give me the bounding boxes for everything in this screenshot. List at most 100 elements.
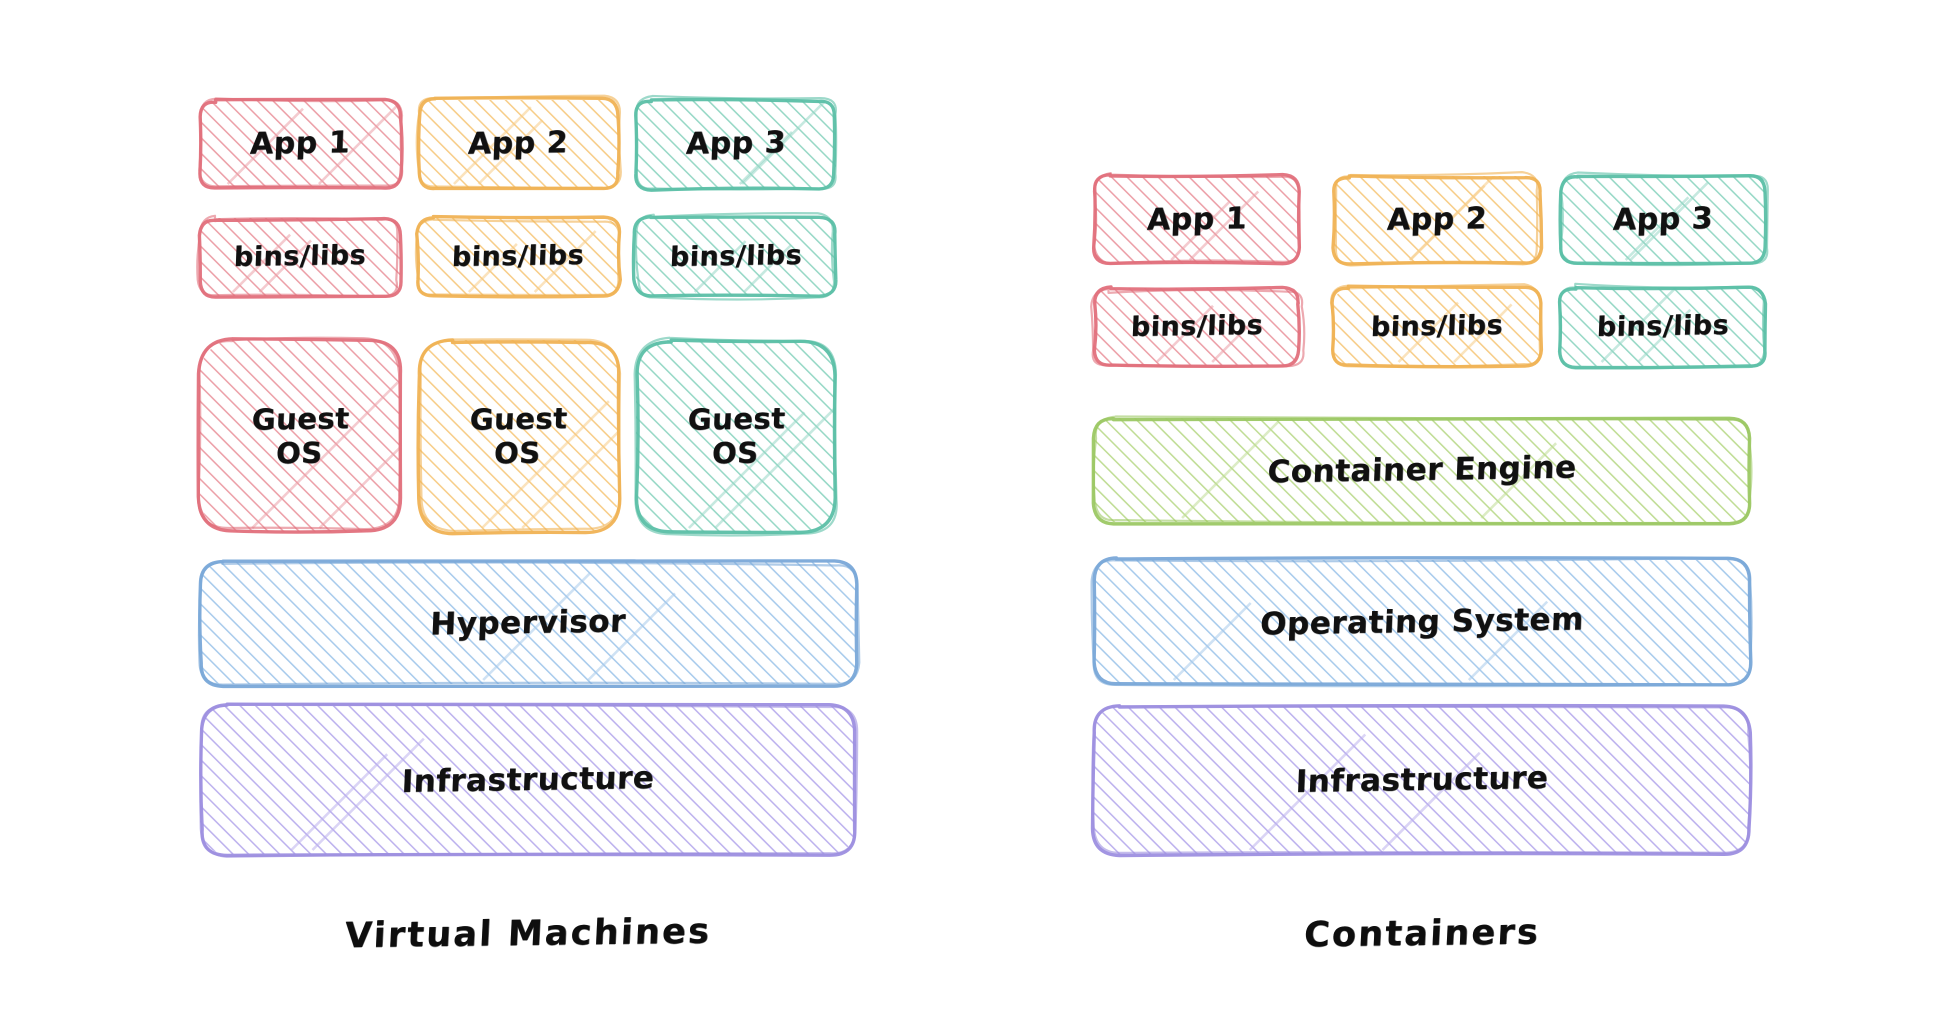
ct-app-box-2-outline — [1331, 174, 1544, 266]
ct-infrastructure-box-sketch-stroke — [1248, 733, 1367, 851]
ct-libs-box-3[interactable] — [1557, 282, 1768, 370]
ct-app-box-3-hatch-fill — [1560, 176, 1766, 264]
vm-guest-os-box-3-hatch-fill — [636, 340, 836, 532]
vm-guest-os-box-3-outline — [633, 336, 838, 537]
vm-infrastructure-box-sketch-stroke — [290, 753, 389, 851]
ct-container-engine-box-outline — [1092, 415, 1753, 525]
ct-app-box-1-hatch-fill — [1094, 176, 1300, 264]
ct-infrastructure-box-hatch-fill — [1094, 706, 1750, 854]
vm-guest-os-box-1[interactable] — [196, 336, 511, 534]
ct-app-box-1-outline — [1092, 172, 1301, 265]
ct-container-engine-box[interactable] — [1091, 415, 1753, 526]
vm-libs-box-3-sketch-stroke — [693, 240, 747, 293]
vm-app-box-2-outline — [415, 94, 622, 190]
vm-libs-box-3-outline — [634, 212, 836, 301]
vm-guest-os-box-1-sketch-stroke — [251, 381, 399, 529]
vm-hypervisor-box-sketch-stroke — [482, 572, 591, 681]
ct-app-box-3[interactable] — [1558, 171, 1769, 267]
vm-app-box-1-hatch-fill — [200, 100, 400, 188]
vm-libs-box-2-sketch-stroke — [467, 243, 518, 293]
vm-infrastructure-box[interactable] — [198, 702, 859, 858]
ct-app-box-2-hatch-fill — [1334, 176, 1540, 264]
ct-infrastructure-box[interactable] — [1090, 703, 1753, 858]
vm-app-box-3[interactable] — [634, 94, 838, 192]
ct-app-box-2-outline — [1334, 171, 1539, 267]
ct-libs-box-2[interactable] — [1329, 283, 1544, 369]
vm-libs-box-2-outline — [414, 218, 621, 297]
ct-libs-box-2-outline — [1329, 283, 1543, 368]
ct-libs-box-3-sketch-stroke — [1600, 288, 1681, 363]
vm-libs-box-2-hatch-fill — [418, 218, 618, 296]
vm-guest-os-box-1-outline — [197, 336, 402, 531]
vm-app-box-1-sketch-stroke — [317, 102, 400, 185]
vm-libs-box-2[interactable] — [414, 214, 622, 299]
vm-libs-box-3-sketch-stroke — [743, 243, 793, 293]
ct-app-box-1-sketch-stroke — [1188, 190, 1260, 261]
vm-app-box-3-sketch-stroke — [738, 130, 793, 185]
ct-operating-system-box-sketch-stroke — [1172, 602, 1252, 681]
ct-app-box-1[interactable] — [1091, 172, 1302, 266]
vm-libs-box-1[interactable] — [196, 214, 403, 299]
vm-app-box-3-hatch-fill — [636, 100, 836, 188]
vm-app-box-2[interactable] — [415, 94, 622, 191]
ct-libs-box-3-outline — [1557, 282, 1766, 370]
vm-app-box-1-outline — [198, 97, 404, 188]
vm-libs-box-3[interactable] — [631, 212, 838, 301]
ct-libs-box-1[interactable] — [1090, 285, 1306, 368]
vm-app-box-1-sketch-stroke — [226, 107, 304, 185]
vm-guest-os-box-2[interactable] — [416, 338, 671, 536]
ct-operating-system-box-sketch-stroke — [1467, 600, 1549, 681]
ct-infrastructure-box-sketch-stroke — [1381, 751, 1481, 851]
ct-operating-system-box-hatch-fill — [1094, 560, 1750, 684]
ct-container-engine-box-sketch-stroke — [1480, 442, 1558, 519]
vm-libs-box-1-sketch-stroke — [231, 233, 292, 293]
vm-guest-os-box-2-sketch-stroke — [521, 377, 618, 529]
vm-libs-box-1-sketch-stroke — [258, 239, 312, 293]
vm-hypervisor-box-sketch-stroke — [587, 592, 676, 681]
vm-guest-os-box-1-sketch-stroke — [318, 340, 400, 529]
vm-hypervisor-box-hatch-fill — [200, 562, 856, 684]
vm-guest-os-box-3[interactable] — [633, 336, 882, 537]
vm-libs-box-1-outline — [196, 214, 399, 298]
vm-libs-box-3-outline — [631, 215, 838, 298]
vm-libs-box-3-hatch-fill — [636, 218, 836, 296]
vm-guest-os-box-3-sketch-stroke — [688, 411, 806, 529]
ct-libs-box-1-hatch-fill — [1094, 288, 1300, 366]
ct-operating-system-box[interactable] — [1090, 556, 1753, 688]
vm-libs-box-2-outline — [415, 214, 622, 299]
ct-libs-box-2-hatch-fill — [1334, 288, 1540, 366]
ct-app-box-3-sketch-stroke — [1624, 196, 1690, 261]
vm-app-box-3-sketch-stroke — [741, 100, 831, 185]
ct-app-box-2-sketch-stroke — [1408, 176, 1499, 261]
vm-app-box-3-outline — [635, 94, 838, 191]
vm-guest-os-box-2-hatch-fill — [418, 340, 618, 532]
vm-libs-box-2-sketch-stroke — [533, 230, 597, 293]
vm-app-box-2-sketch-stroke — [453, 106, 532, 185]
ct-libs-box-1-sketch-stroke — [1155, 304, 1214, 363]
ct-libs-box-3-sketch-stroke — [1637, 308, 1692, 363]
vm-guest-os-box-2-outline — [419, 338, 622, 533]
ct-container-engine-box-sketch-stroke — [1181, 420, 1280, 519]
ct-container-engine-box-hatch-fill — [1094, 418, 1750, 522]
vm-guest-os-box-1-hatch-fill — [200, 340, 400, 532]
vm-libs-box-1-hatch-fill — [200, 218, 400, 296]
vm-infrastructure-box-outline — [199, 702, 859, 858]
ct-app-box-3-sketch-stroke — [1629, 181, 1709, 261]
ct-infrastructure-box-outline — [1091, 704, 1752, 854]
vm-hypervisor-box[interactable] — [197, 559, 861, 689]
vm-guest-os-box-2-outline — [416, 338, 622, 536]
ct-libs-box-2-sketch-stroke — [1453, 303, 1513, 363]
ct-libs-box-1-sketch-stroke — [1211, 317, 1257, 363]
vm-infrastructure-box-hatch-fill — [200, 706, 856, 854]
ct-app-box-2[interactable] — [1331, 171, 1544, 267]
ct-libs-box-2-sketch-stroke — [1397, 301, 1459, 363]
ct-libs-box-1-outline — [1090, 287, 1306, 368]
ct-app-box-1-sketch-stroke — [1170, 200, 1231, 261]
vm-app-box-2-sketch-stroke — [477, 119, 544, 185]
vm-app-box-1[interactable] — [198, 97, 404, 190]
ct-libs-box-3-hatch-fill — [1560, 288, 1766, 366]
vm-hypervisor-box-outline — [198, 559, 859, 689]
vm-hypervisor-box-outline — [197, 560, 861, 686]
